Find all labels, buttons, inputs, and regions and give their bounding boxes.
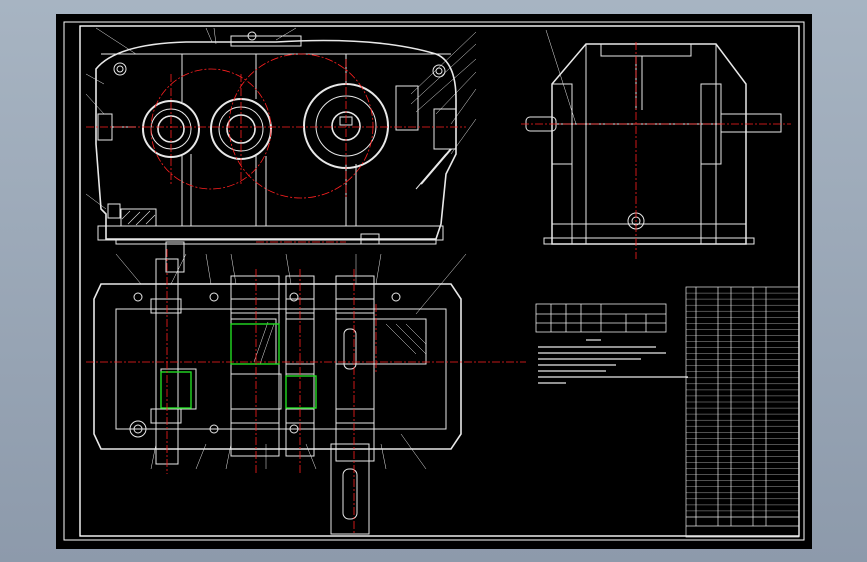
plan-centerlines [86, 249, 526, 534]
front-centerlines [86, 53, 466, 243]
front-leaders [85, 27, 477, 210]
side-view [525, 43, 782, 245]
parts-rows [686, 292, 799, 512]
side-centerlines [521, 42, 791, 259]
plan-gear-highlights [160, 323, 317, 409]
plan-view [93, 241, 462, 535]
inner-frame [79, 25, 800, 537]
tech-table [535, 303, 667, 333]
parts-list [685, 286, 800, 538]
plan-leaders [115, 253, 467, 470]
outer-frame [63, 21, 805, 541]
front-view [95, 31, 457, 245]
cad-viewport[interactable] [56, 14, 812, 549]
tech-notes [538, 339, 688, 384]
drawing-sheet [63, 21, 805, 541]
side-leader [545, 29, 577, 125]
